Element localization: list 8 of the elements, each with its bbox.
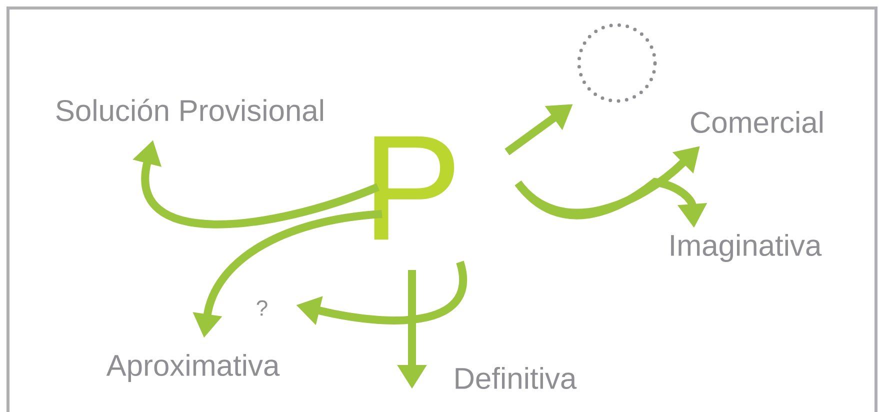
question-mark: ? xyxy=(256,300,268,316)
category-label: Imaginativa xyxy=(671,234,822,262)
category-label: Solución Provisional xyxy=(56,98,323,122)
dotted-circle xyxy=(577,23,657,103)
category-label: Aproximativa xyxy=(106,354,280,382)
category-label: Comercial xyxy=(691,110,822,134)
letter-p: P xyxy=(374,136,454,240)
category-label: Definitiva xyxy=(456,366,577,389)
